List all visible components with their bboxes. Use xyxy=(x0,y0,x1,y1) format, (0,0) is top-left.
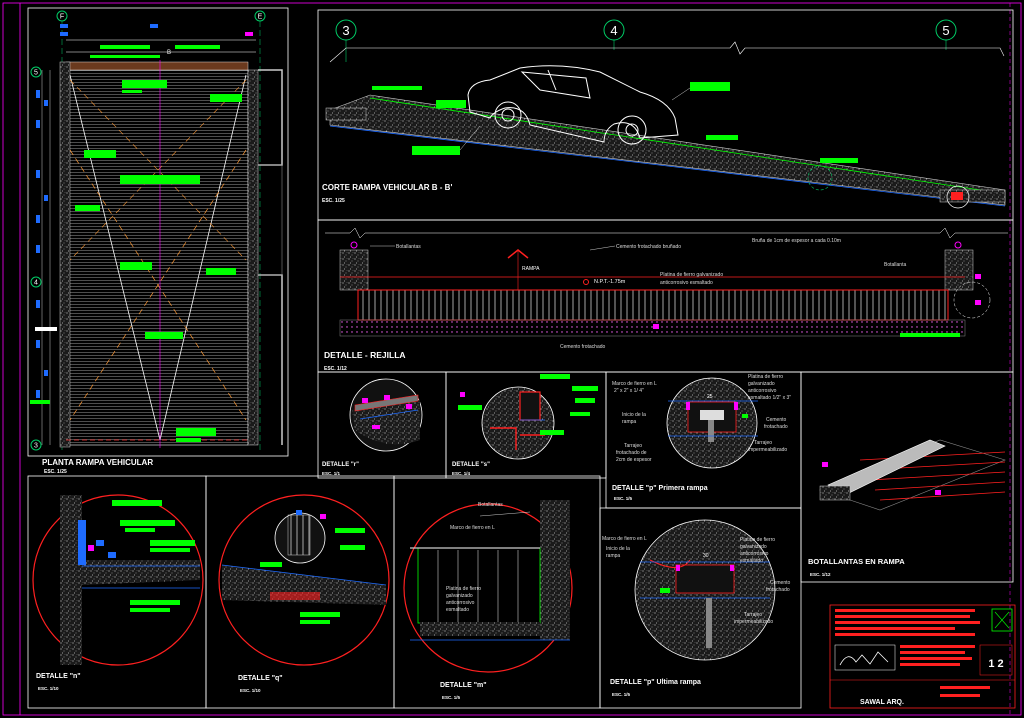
rejilla-title: DETALLE - REJILLA xyxy=(324,350,406,360)
p1-inicio: Inicio de la xyxy=(622,412,646,418)
p1-tarr-imp: Tarrajeo xyxy=(754,440,772,446)
p1-tarrajeo: Tarrajeo xyxy=(624,443,642,449)
det-p1-scale: ESC. 1/5 xyxy=(614,496,633,501)
rejilla-scale: ESC. 1/12 xyxy=(324,366,347,372)
p2-rampa: rampa xyxy=(606,553,620,559)
axis-5-top: 5 xyxy=(942,23,949,38)
p1-marco: Marco de fierro en L xyxy=(612,381,657,387)
p2-imp: impermeabilizado xyxy=(734,619,773,625)
rej-bruna: Bruña de 1cm de espesor a cada 0.10m xyxy=(752,238,841,244)
planta-title: PLANTA RAMPA VEHICULAR xyxy=(42,458,153,467)
botallantas-scale: ESC. 1/12 xyxy=(810,572,831,577)
p1-dim: 25 xyxy=(707,394,713,400)
det-m-panel: Botallantas Marco de fierro en L Platina… xyxy=(393,475,601,709)
p2-frot: frotachado xyxy=(766,587,790,593)
m-botallantas: Botallantas xyxy=(478,502,503,508)
det-p2-panel: 30 Marco de fierro en L Inicio de la ram… xyxy=(599,507,802,709)
det-n-title: DETALLE "n" xyxy=(36,673,81,680)
p2-anti: anticorrosivo xyxy=(740,551,769,557)
m-marco: Marco de fierro en L xyxy=(450,525,495,531)
rej-cemento-bru: Cemento frotachado bruñado xyxy=(616,244,681,250)
p2-inicio: Inicio de la xyxy=(606,546,630,552)
p1-galv: galvanizado xyxy=(748,381,775,387)
det-r-panel: DETALLE "r" ESC. 1/1 xyxy=(317,371,447,479)
p1-cemento: Cemento xyxy=(766,417,787,423)
axis-3-left: 3 xyxy=(34,443,38,450)
botallantas-title: BOTALLANTAS EN RAMPA xyxy=(808,557,905,566)
m-galv: galvanizado xyxy=(446,593,473,599)
p1-tarr-esp: 2cm de espesor xyxy=(616,457,652,463)
rej-platina: Platina de fierro galvanizado xyxy=(660,272,723,278)
firm-name: SAWAL ARQ. xyxy=(860,699,904,706)
axis-f-label: F xyxy=(60,14,64,21)
p1-esm: esmaltado 1/2" x 3" xyxy=(748,395,791,401)
det-m-title: DETALLE "m" xyxy=(440,682,487,689)
det-s-panel: DETALLE "s" ESC. 1/4 xyxy=(445,371,607,479)
axis-4-top: 4 xyxy=(610,23,617,38)
p2-galv: galvanizado xyxy=(740,544,767,550)
planta-mark: B xyxy=(167,50,171,56)
det-p2-title: DETALLE "p" Ultima rampa xyxy=(610,679,701,686)
p1-anti: anticorrosivo xyxy=(748,388,777,394)
p1-platina: Platina de fierro xyxy=(748,374,783,380)
p1-rampa: rampa xyxy=(622,419,636,425)
p1-frot: frotachado xyxy=(764,424,788,430)
p2-dim: 30 xyxy=(703,553,709,559)
planta-scale: ESC. 1/25 xyxy=(44,469,67,475)
det-q-panel: DETALLE "q" ESC. 1/10 xyxy=(205,475,395,709)
corte-title: CORTE RAMPA VEHICULAR B - B' xyxy=(322,183,452,192)
m-platina: Platina de fierro xyxy=(446,586,481,592)
axis-5-left: 5 xyxy=(34,70,38,77)
m-esm: esmaltado xyxy=(446,607,469,613)
rej-cemento-frot: Cemento frotachado xyxy=(560,344,606,350)
det-n-scale: ESC. 1/10 xyxy=(38,686,59,691)
axis-4-left: 4 xyxy=(34,280,38,287)
p1-imp: impermeabilizado xyxy=(748,447,787,453)
m-anti: anticorrosivo xyxy=(446,600,475,606)
rej-botallanta-r: Botallanta xyxy=(884,262,906,268)
sheet-number: 1 2 xyxy=(988,658,1003,670)
rej-botallantas-l: Botallantas xyxy=(396,244,421,250)
p2-tarrajeo: Tarrajeo xyxy=(744,612,762,618)
rej-rampa: RAMPA xyxy=(522,266,540,272)
p1-marco2: 2" x 2" x 1/ 4" xyxy=(614,388,644,394)
det-q-title: DETALLE "q" xyxy=(238,675,283,682)
botallantas-panel: BOTALLANTAS EN RAMPA ESC. 1/12 xyxy=(800,371,1014,583)
det-p1-title: DETALLE "p" Primera rampa xyxy=(612,485,708,492)
det-n-panel: DETALLE "n" ESC. 1/10 xyxy=(27,475,207,709)
det-p1-panel: 25 Marco de fierro en L 2" x 2" x 1/ 4" … xyxy=(605,371,802,509)
rejilla-panel: Botallantas Cemento frotachado bruñado B… xyxy=(317,219,1014,373)
axis-3-top: 3 xyxy=(342,23,349,38)
rej-anticorr: anticorrosivo esmaltado xyxy=(660,280,713,286)
det-q-scale: ESC. 1/10 xyxy=(240,688,261,693)
p2-esm: esmaltado xyxy=(740,558,763,564)
p2-marco: Marco de fierro en L xyxy=(602,536,647,542)
p1-tarr-frot: frotachado de xyxy=(616,450,647,456)
corte-panel: 3 4 5 CORTE RAMPA VEHICULAR xyxy=(317,9,1014,221)
corte-scale: ESC. 1/25 xyxy=(322,198,345,204)
car-silhouette xyxy=(467,65,679,145)
det-r-scale: ESC. 1/1 xyxy=(322,471,341,476)
det-p2-scale: ESC. 1/5 xyxy=(612,692,631,697)
planta-panel: F E B 5 4 3 xyxy=(27,7,289,475)
rej-npt: N.P.T.-1.75m xyxy=(594,279,626,285)
det-s-scale: ESC. 1/4 xyxy=(452,471,471,476)
det-s-title: DETALLE "s" xyxy=(452,462,490,468)
det-m-scale: ESC. 1/5 xyxy=(442,695,461,700)
p2-platina: Platina de fierro xyxy=(740,537,775,543)
p2-cemento: Cemento xyxy=(770,580,791,586)
axis-e-label: E xyxy=(258,14,263,21)
title-block: 1 2 SAWAL ARQ. xyxy=(829,604,1016,709)
det-r-title: DETALLE "r" xyxy=(322,462,359,468)
